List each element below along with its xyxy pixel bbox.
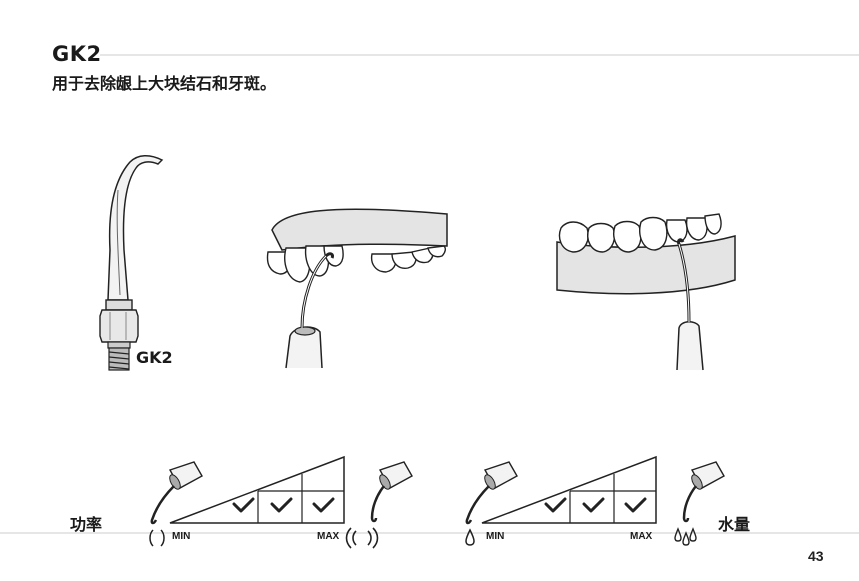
lower-teeth-illustration	[556, 213, 736, 371]
power-min-label: MIN	[172, 531, 191, 542]
gk2-tip-illustration	[99, 155, 164, 371]
water-drop-max-icon	[674, 527, 697, 546]
page-subtitle: 用于去除龈上大块结石和牙斑。	[52, 74, 277, 93]
water-handpiece-min-illustration	[465, 461, 518, 525]
power-max-label: MAX	[317, 531, 340, 542]
page-number: 43	[808, 548, 824, 564]
power-label: 功率	[70, 515, 103, 534]
water-level-chart	[481, 455, 657, 524]
water-max-label: MAX	[630, 531, 653, 542]
water-min-label: MIN	[486, 531, 505, 542]
check-icon	[582, 497, 605, 513]
check-icon	[312, 497, 335, 513]
water-drop-min-icon	[465, 528, 475, 546]
tip-label: GK2	[136, 348, 173, 367]
page-title: GK2	[52, 42, 102, 66]
upper-teeth-illustration	[266, 208, 448, 369]
check-icon	[624, 497, 647, 513]
power-handpiece-max-illustration	[370, 461, 413, 523]
power-handpiece-min-illustration	[150, 461, 203, 525]
power-vibration-min-icon	[149, 529, 165, 547]
water-label: 水量	[718, 515, 751, 534]
check-icon	[270, 497, 293, 513]
header-rule	[100, 54, 859, 56]
water-handpiece-max-illustration	[682, 461, 725, 523]
power-vibration-max-icon	[345, 527, 379, 549]
footer-rule	[0, 532, 859, 534]
check-icon	[232, 497, 255, 513]
check-icon	[544, 497, 567, 513]
power-level-chart	[169, 455, 345, 524]
